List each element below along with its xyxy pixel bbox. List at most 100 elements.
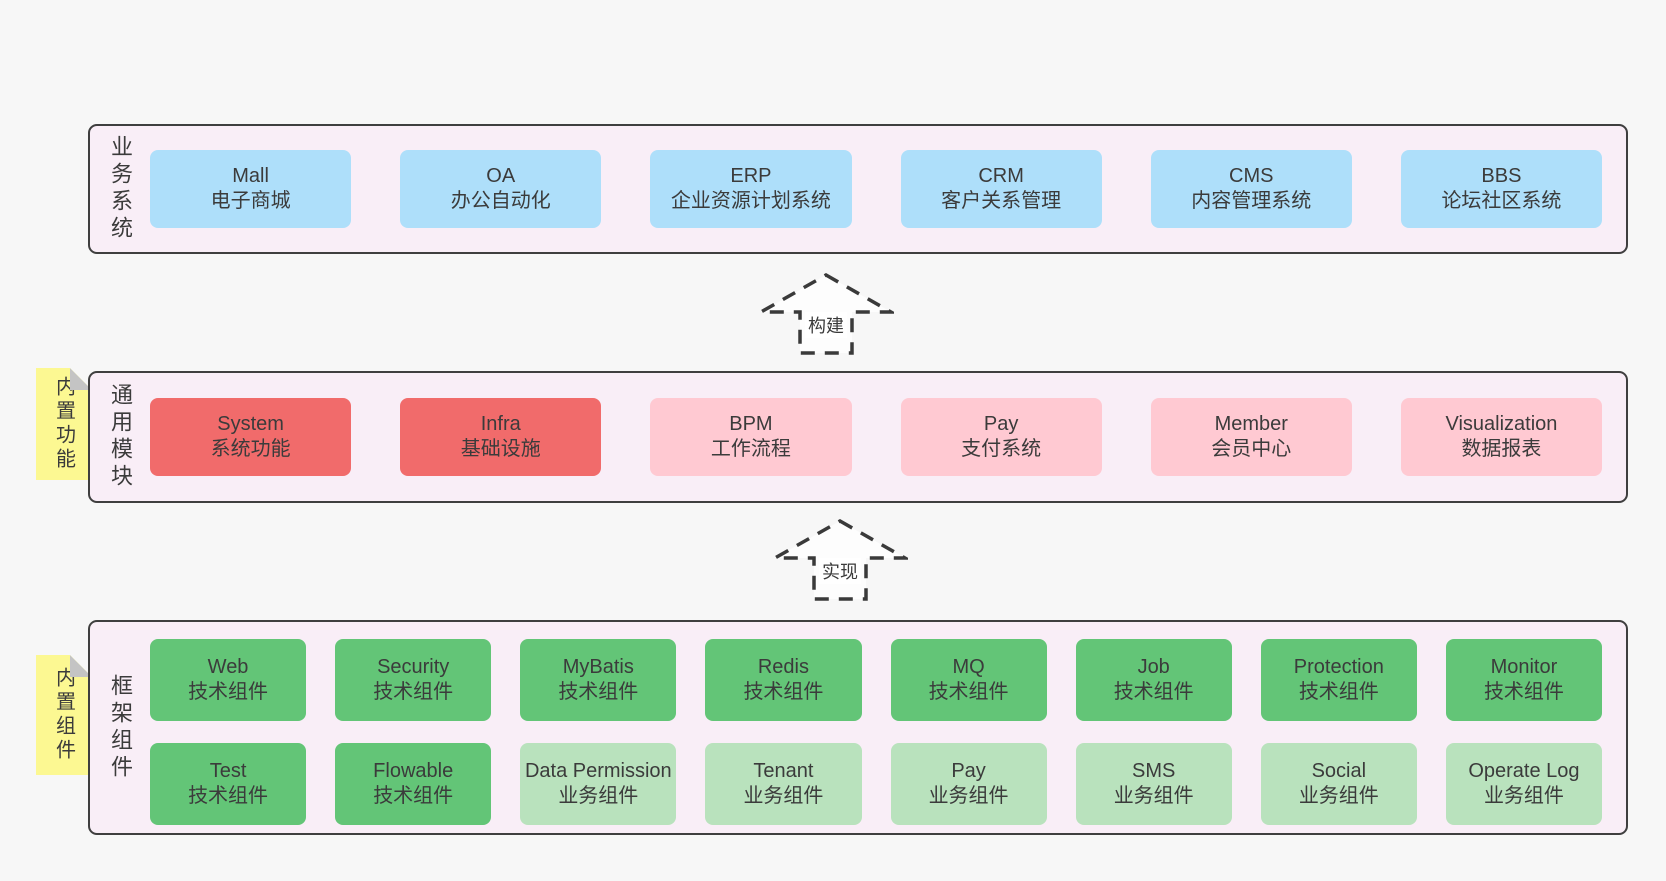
box-subtitle: 内容管理系统 — [1191, 190, 1312, 212]
box-social: Social 业务组件 — [1260, 743, 1417, 825]
business-boxes-row: Mall 电子商城 OA 办公自动化 ERP 企业资源计划系统 CRM 客户关系… — [150, 126, 1626, 252]
box-title: Protection — [1293, 656, 1384, 678]
box-operate-log: Operate Log 业务组件 — [1445, 743, 1602, 825]
box-job: Job 技术组件 — [1075, 639, 1232, 721]
implement-arrow-label: 实现 — [819, 558, 861, 584]
box-protection: Protection 技术组件 — [1260, 639, 1417, 721]
box-subtitle: 技术组件 — [1113, 681, 1194, 703]
box-subtitle: 业务组件 — [1483, 785, 1564, 807]
box-title: Pay — [983, 413, 1019, 435]
box-oa: OA 办公自动化 — [400, 150, 602, 228]
box-bpm: BPM 工作流程 — [650, 398, 852, 476]
box-title: Flowable — [373, 760, 454, 782]
box-title: BPM — [729, 413, 773, 435]
box-subtitle: 技术组件 — [1298, 681, 1379, 703]
box-title: Operate Log — [1468, 760, 1580, 782]
box-title: Web — [207, 656, 249, 678]
box-subtitle: 基础设施 — [460, 438, 541, 460]
sticky-label: 内置组件 — [52, 667, 75, 763]
box-title: Monitor — [1490, 656, 1558, 678]
box-system: System 系统功能 — [150, 398, 352, 476]
section-framework-components: 框架组件 Web 技术组件 Security 技术组件 MyBatis 技术组件… — [88, 620, 1628, 835]
box-title: ERP — [730, 165, 772, 187]
box-title: Redis — [757, 656, 809, 678]
box-mybatis: MyBatis 技术组件 — [520, 639, 677, 721]
box-title: Job — [1137, 656, 1170, 678]
box-title: Test — [209, 760, 247, 782]
box-title: OA — [486, 165, 516, 187]
section-common-modules: 通用模块 System 系统功能 Infra 基础设施 BPM 工作流程 Pay… — [88, 371, 1628, 503]
box-title: Data Permission — [524, 760, 672, 782]
box-web: Web 技术组件 — [150, 639, 307, 721]
box-subtitle: 企业资源计划系统 — [670, 190, 831, 212]
box-subtitle: 电子商城 — [210, 190, 291, 212]
box-title: Member — [1214, 413, 1288, 435]
box-subtitle: 办公自动化 — [450, 190, 551, 212]
box-security: Security 技术组件 — [335, 639, 492, 721]
box-title: System — [217, 413, 284, 435]
box-bbs: BBS 论坛社区系统 — [1400, 150, 1603, 228]
box-test: Test 技术组件 — [150, 743, 307, 825]
box-title: MyBatis — [562, 656, 634, 678]
box-title: Tenant — [753, 760, 814, 782]
box-subtitle: 技术组件 — [188, 681, 269, 703]
box-subtitle: 技术组件 — [188, 785, 269, 807]
box-subtitle: 业务组件 — [558, 785, 639, 807]
build-arrow: 构建 — [758, 272, 894, 356]
box-pay-business: Pay 业务组件 — [890, 743, 1047, 825]
sticky-note-builtin-features: 内置功能 — [36, 368, 92, 480]
sticky-label: 内置功能 — [52, 376, 75, 472]
box-subtitle: 技术组件 — [373, 681, 454, 703]
box-mq: MQ 技术组件 — [890, 639, 1047, 721]
framework-boxes-grid: Web 技术组件 Security 技术组件 MyBatis 技术组件 Redi… — [150, 622, 1626, 833]
box-subtitle: 技术组件 — [373, 785, 454, 807]
box-title: Social — [1311, 760, 1367, 782]
box-subtitle: 会员中心 — [1211, 438, 1292, 460]
box-crm: CRM 客户关系管理 — [900, 150, 1102, 228]
sticky-note-builtin-components: 内置组件 — [36, 655, 92, 775]
implement-arrow: 实现 — [772, 518, 908, 602]
box-subtitle: 技术组件 — [743, 681, 824, 703]
box-title: Pay — [951, 760, 986, 782]
box-title: BBS — [1481, 165, 1522, 187]
box-infra: Infra 基础设施 — [400, 398, 602, 476]
box-member: Member 会员中心 — [1150, 398, 1352, 476]
box-subtitle: 业务组件 — [928, 785, 1009, 807]
box-erp: ERP 企业资源计划系统 — [650, 150, 852, 228]
box-subtitle: 客户关系管理 — [941, 190, 1062, 212]
box-redis: Redis 技术组件 — [705, 639, 862, 721]
box-title: MQ — [952, 656, 985, 678]
box-sms: SMS 业务组件 — [1075, 743, 1232, 825]
box-flowable: Flowable 技术组件 — [335, 743, 492, 825]
box-subtitle: 技术组件 — [1483, 681, 1564, 703]
box-title: CRM — [978, 165, 1024, 187]
box-visualization: Visualization 数据报表 — [1400, 398, 1603, 476]
box-pay-system: Pay 支付系统 — [900, 398, 1102, 476]
box-title: CMS — [1229, 165, 1274, 187]
box-title: Infra — [480, 413, 521, 435]
box-title: SMS — [1132, 760, 1176, 782]
box-subtitle: 业务组件 — [1298, 785, 1379, 807]
box-title: Visualization — [1445, 413, 1558, 435]
box-subtitle: 系统功能 — [210, 438, 291, 460]
box-subtitle: 技术组件 — [928, 681, 1009, 703]
section-label-common-modules: 通用模块 — [108, 383, 133, 491]
common-boxes-row: System 系统功能 Infra 基础设施 BPM 工作流程 Pay 支付系统… — [150, 373, 1626, 501]
section-business-systems: 业务系统 Mall 电子商城 OA 办公自动化 ERP 企业资源计划系统 CRM… — [88, 124, 1628, 254]
box-subtitle: 论坛社区系统 — [1441, 190, 1562, 212]
box-data-permission: Data Permission 业务组件 — [520, 743, 677, 825]
box-mall: Mall 电子商城 — [150, 150, 352, 228]
box-cms: CMS 内容管理系统 — [1150, 150, 1352, 228]
box-tenant: Tenant 业务组件 — [705, 743, 862, 825]
box-subtitle: 业务组件 — [1113, 785, 1194, 807]
section-label-business-systems: 业务系统 — [108, 135, 133, 243]
box-subtitle: 技术组件 — [558, 681, 639, 703]
box-subtitle: 工作流程 — [710, 438, 791, 460]
box-title: Security — [377, 656, 450, 678]
section-label-framework-components: 框架组件 — [108, 673, 133, 782]
box-title: Mall — [232, 165, 269, 187]
box-subtitle: 业务组件 — [743, 785, 824, 807]
box-subtitle: 支付系统 — [961, 438, 1042, 460]
build-arrow-label: 构建 — [805, 312, 847, 338]
